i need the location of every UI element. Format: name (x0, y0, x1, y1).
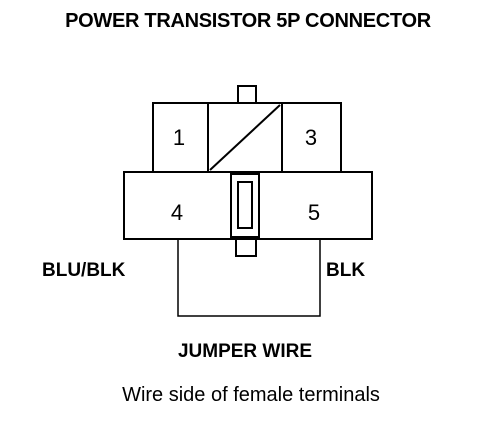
connector-lock-tab-top (237, 85, 257, 105)
jumper-wire (177, 239, 321, 317)
wire-color-blk: BLK (326, 260, 365, 281)
wire-color-blu-blk: BLU/BLK (42, 260, 126, 281)
diagram-title: POWER TRANSISTOR 5P CONNECTOR (65, 10, 431, 32)
terminal-3-label: 3 (305, 125, 317, 150)
terminal-5-label: 5 (308, 200, 320, 225)
center-slot-inner (237, 181, 253, 229)
terminal-4-label: 4 (171, 200, 183, 225)
connector-upper-row (152, 102, 342, 173)
caption: Wire side of female terminals (122, 384, 380, 406)
jumper-wire-label: JUMPER WIRE (178, 341, 312, 362)
terminal-1-label: 1 (173, 125, 185, 150)
blank-cavity-slash (209, 104, 281, 171)
connector-key-tab-bottom (235, 238, 257, 257)
